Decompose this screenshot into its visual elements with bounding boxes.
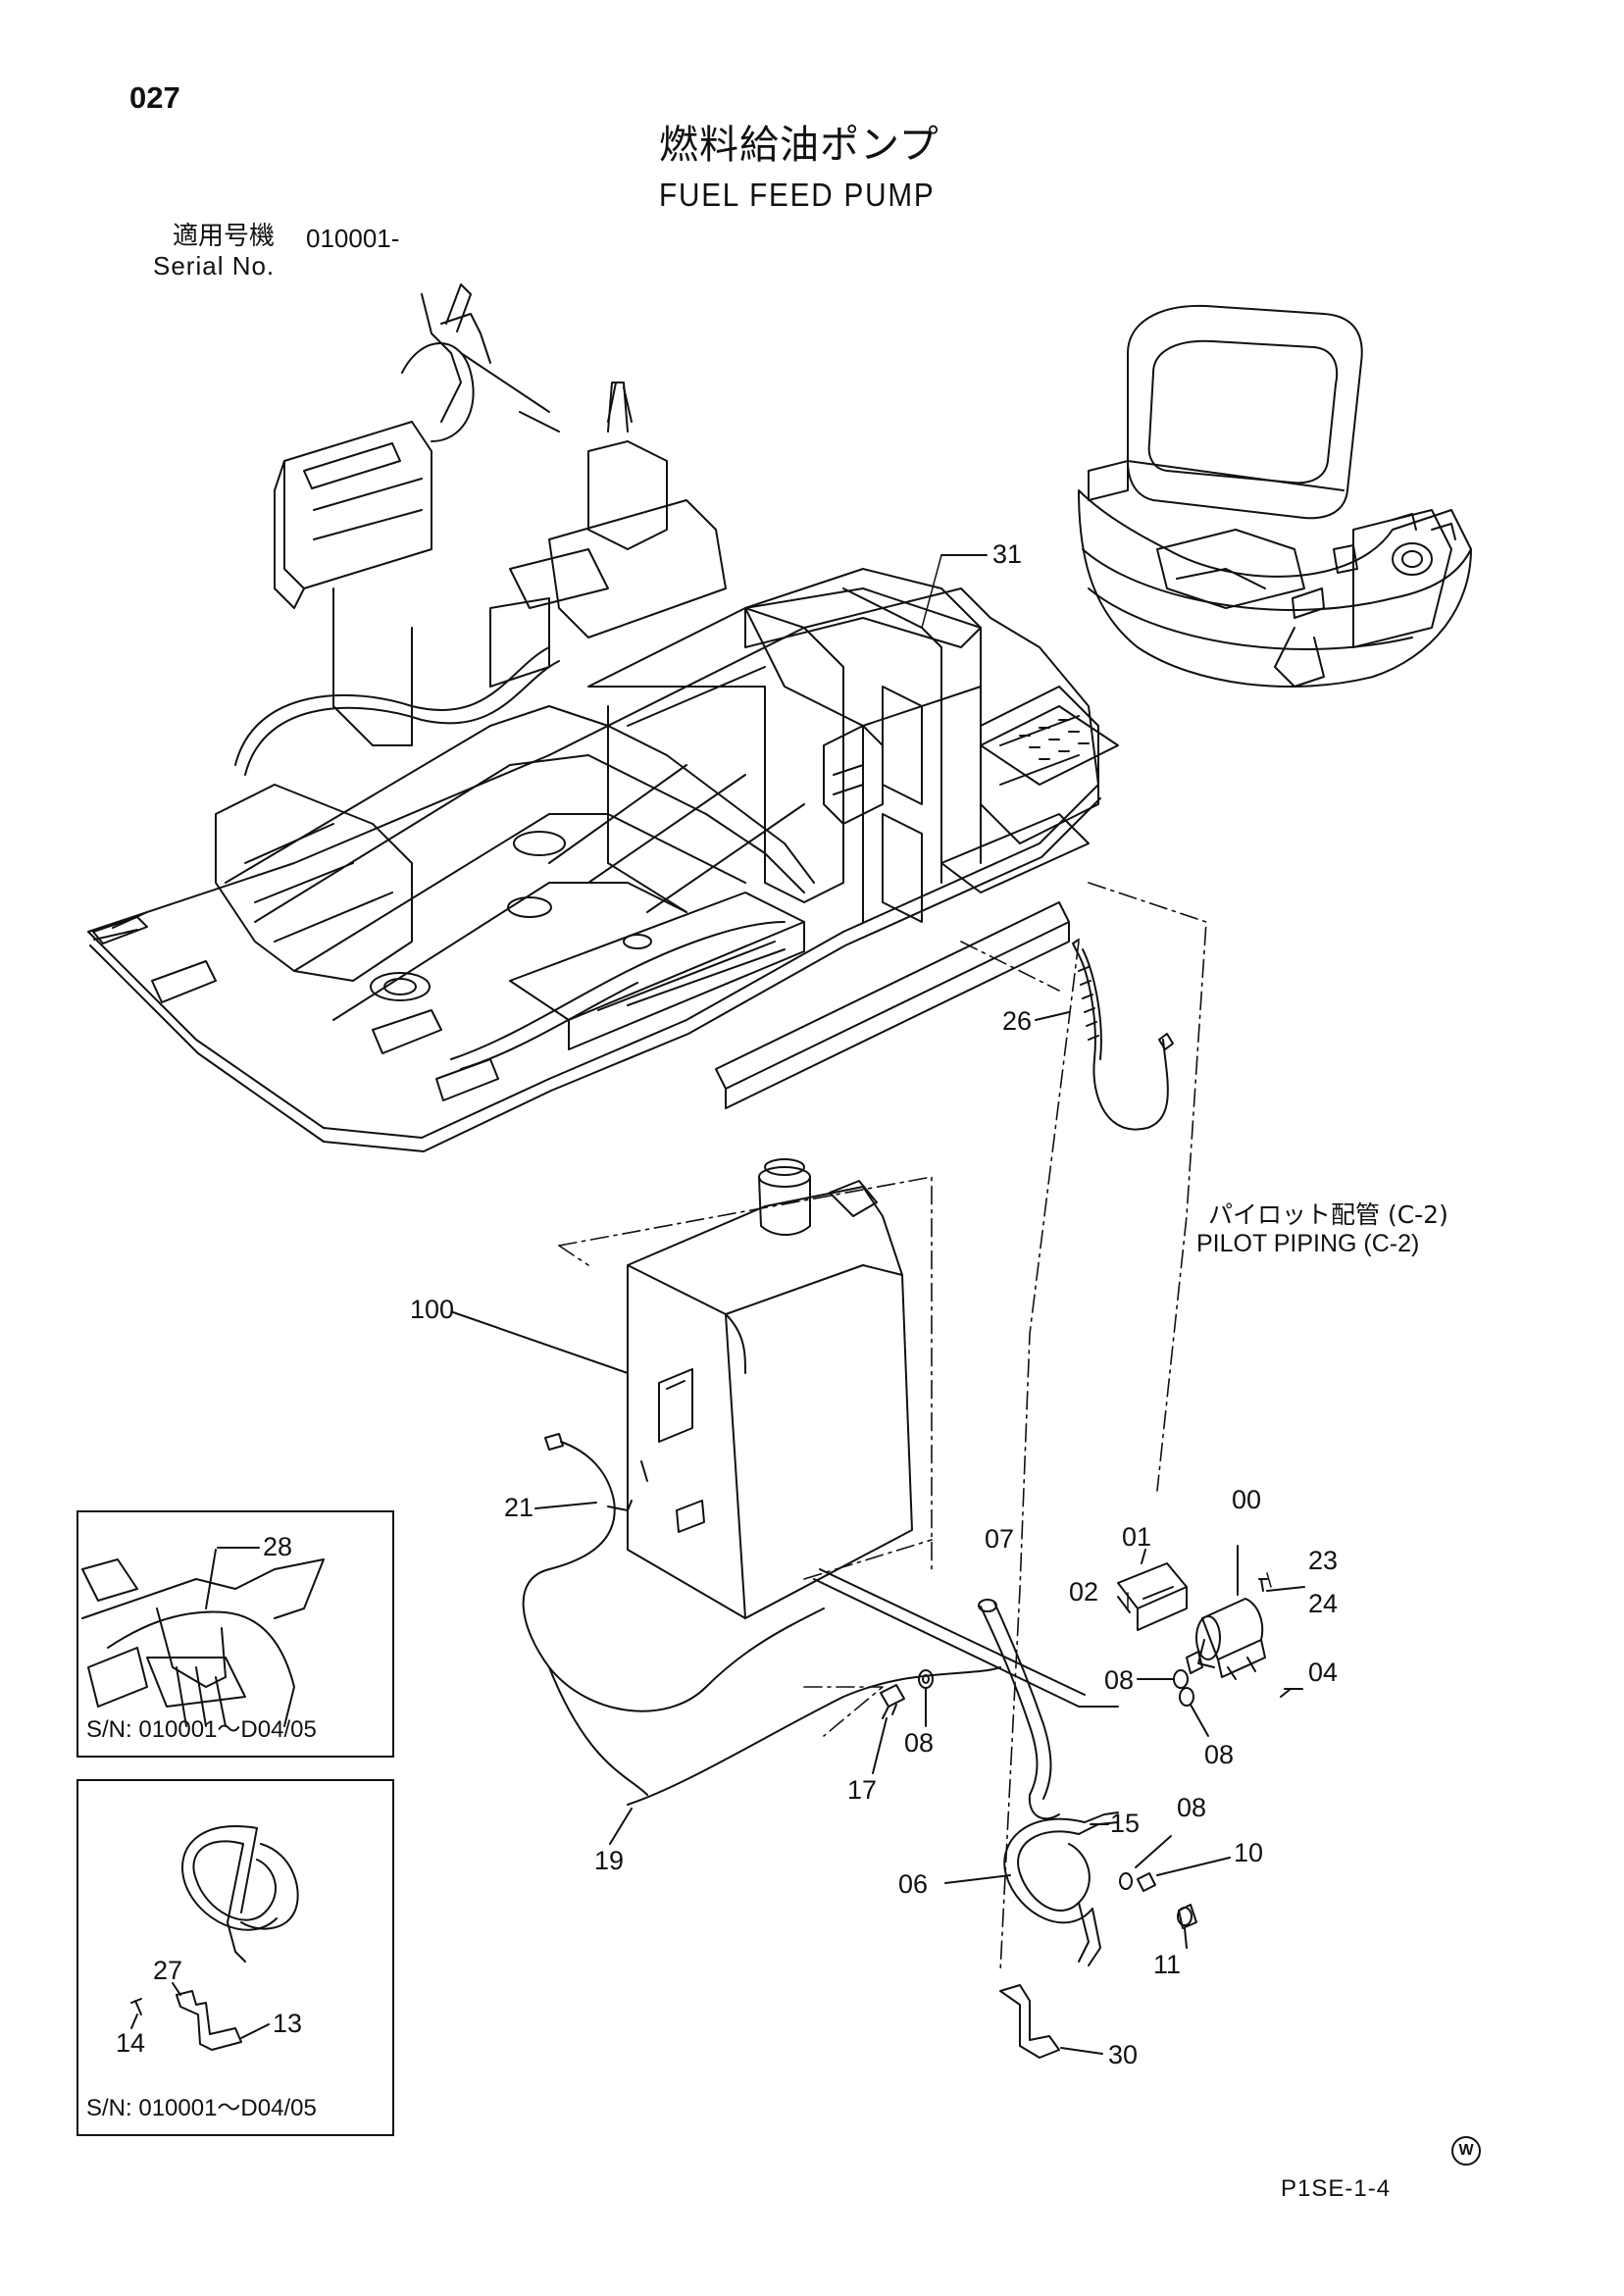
washer-08c [1179, 1687, 1194, 1707]
leader-30 [1060, 2047, 1103, 2055]
inset-2-drawing [130, 1825, 299, 2051]
callout-100: 100 [410, 1295, 455, 1324]
leader-19 [609, 1808, 633, 1845]
machine-overview-drawing [1078, 304, 1472, 688]
callout-11: 11 [1153, 1950, 1182, 1979]
callout-08-a: 08 [904, 1728, 935, 1758]
leader-02 [1117, 1596, 1131, 1613]
callout-30: 30 [1108, 2040, 1139, 2069]
pump-00-drawing [1117, 1562, 1266, 1680]
inset-1-serial-range: S/N: 010001～D04/05 [86, 1716, 317, 1743]
callout-00: 00 [1232, 1485, 1262, 1514]
leader-08d [1135, 1835, 1172, 1868]
inset-2-serial-range: S/N: 010001～D04/05 [86, 2095, 317, 2121]
callout-01: 01 [1122, 1522, 1152, 1552]
callout-14: 14 [116, 2028, 146, 2058]
callout-10: 10 [1234, 1838, 1264, 1867]
callout-06: 06 [898, 1869, 929, 1899]
callout-26: 26 [1002, 1006, 1033, 1036]
washer-08b [1173, 1669, 1189, 1689]
page-number: 027 [129, 80, 180, 115]
leader-24 [1266, 1586, 1305, 1592]
page-title-en: FUEL FEED PUMP [659, 177, 936, 213]
callout-27: 27 [153, 1956, 183, 1985]
pilot-piping-note-en: PILOT PIPING (C-2) [1196, 1230, 1420, 1257]
callout-13: 13 [273, 2009, 303, 2038]
leader-26 [1035, 1011, 1070, 1021]
harness-drawing [522, 1433, 1001, 1806]
page-title-jp: 燃料給油ポンプ [659, 123, 939, 168]
hose-06-drawing [1003, 1811, 1119, 1966]
callout-07: 07 [985, 1524, 1015, 1554]
callout-31: 31 [992, 539, 1023, 569]
screw-23 [1258, 1578, 1268, 1592]
upper-frame-drawing [87, 283, 1119, 1152]
leader-13 [240, 2023, 270, 2039]
serial-label-jp: 適用号機 [173, 222, 276, 251]
callout-21: 21 [504, 1493, 534, 1522]
callout-19: 19 [594, 1846, 625, 1875]
callout-02: 02 [1069, 1577, 1099, 1607]
callout-08-c: 08 [1204, 1740, 1235, 1769]
pilot-piping-note-jp: パイロット配管 (C-2) [1208, 1200, 1448, 1229]
leader-100 [452, 1311, 629, 1374]
w-mark-icon: W [1451, 2136, 1481, 2166]
inset-frame-1 [76, 1510, 394, 1758]
leader-01 [1141, 1549, 1146, 1564]
leader-27 [172, 1982, 181, 1996]
assembly-lines [558, 882, 1207, 1972]
callout-08-b: 08 [1104, 1665, 1135, 1695]
callout-15: 15 [1110, 1809, 1141, 1838]
leader-21 [534, 1502, 597, 1509]
leader-08c [1190, 1704, 1209, 1737]
leader-11 [1184, 1927, 1188, 1949]
bracket-30-drawing [999, 1984, 1060, 2059]
inset-1-drawing [81, 1549, 325, 1727]
callout-24: 24 [1308, 1589, 1339, 1618]
serial-label-en: Serial No. [153, 251, 276, 281]
fuel-hose-07-drawing [813, 1568, 1119, 1820]
leader-14 [130, 2014, 138, 2029]
callout-23: 23 [1308, 1546, 1339, 1575]
callout-17: 17 [847, 1775, 878, 1805]
hose-26-drawing [1072, 939, 1174, 1131]
callout-08-d: 08 [1177, 1793, 1207, 1822]
leader-17 [872, 1717, 888, 1774]
screw-04 [1280, 1688, 1292, 1698]
leader-06 [944, 1874, 1011, 1884]
leader-10 [1156, 1857, 1231, 1876]
fittings-10-11-drawing [1119, 1872, 1197, 1929]
callout-28: 28 [263, 1532, 293, 1561]
callout-04: 04 [1308, 1658, 1339, 1687]
serial-value: 010001- [306, 224, 400, 253]
sheet-code: P1SE-1-4 [1281, 2175, 1392, 2202]
fuel-tank-drawing [627, 1158, 913, 1619]
inset-frame-2 [76, 1779, 394, 2136]
